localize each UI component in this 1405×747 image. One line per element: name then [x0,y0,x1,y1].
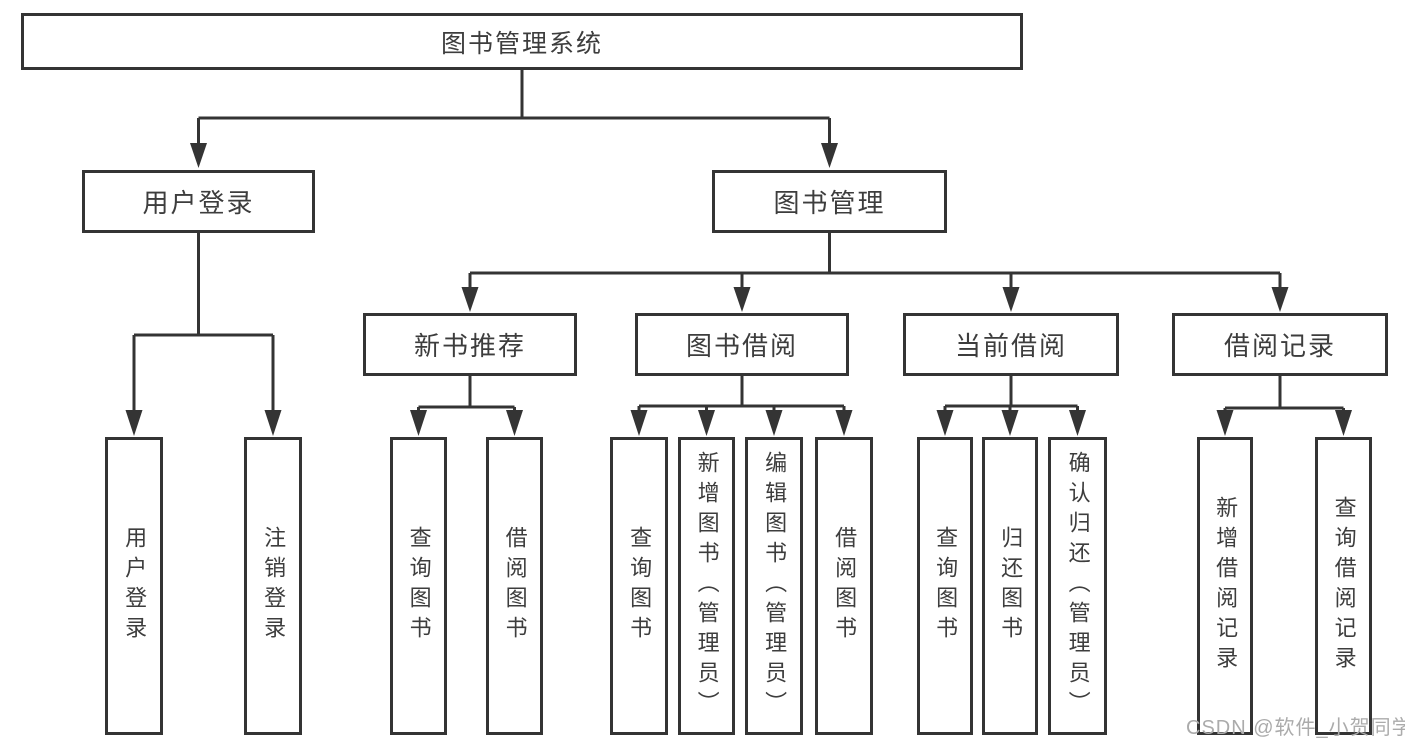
leaf-logout-login: 注销登录 [244,437,302,735]
node-user-login: 用户登录 [82,170,315,233]
node-user-login-label: 用户登录 [142,188,255,218]
leaf-logout-login-label: 注销登录 [261,526,287,646]
node-current-borrow: 当前借阅 [903,313,1119,376]
node-new-book-recommend: 新书推荐 [363,313,577,376]
leaf-borrow-books-borrow: 借阅图书 [815,437,873,735]
edge-root-to-level2 [190,70,838,168]
node-root: 图书管理系统 [21,13,1023,70]
node-borrow-records: 借阅记录 [1172,313,1388,376]
leaf-edit-book-admin: 编辑图书（管理员） [745,437,803,735]
leaf-query-books-recommend: 查询图书 [390,437,447,735]
leaf-query-books-borrow-label: 查询图书 [627,526,653,646]
edge-new-book-recommend-children [410,376,523,436]
leaf-add-book-admin: 新增图书（管理员） [678,437,735,735]
edge-user-login-children [125,233,282,436]
edge-book-borrow-children [630,376,853,436]
leaf-query-books-recommend-label: 查询图书 [406,526,432,646]
leaf-query-books-current: 查询图书 [917,437,973,735]
leaf-confirm-return-admin: 确认归还（管理员） [1048,437,1107,735]
node-root-label: 图书管理系统 [440,29,603,58]
node-current-borrow-label: 当前借阅 [954,331,1067,361]
csdn-watermark: CSDN @软件_小贺同学 [1186,717,1405,739]
leaf-borrow-books-recommend-label: 借阅图书 [502,526,528,646]
edge-current-borrow-children [936,376,1086,436]
edge-borrow-records-children [1216,376,1352,436]
leaf-edit-book-admin-label: 编辑图书（管理员） [762,451,788,721]
leaf-add-borrow-record: 新增借阅记录 [1197,437,1253,735]
node-book-borrow: 图书借阅 [635,313,849,376]
leaf-return-book-label: 归还图书 [998,526,1024,646]
node-new-book-recommend-label: 新书推荐 [413,331,526,361]
leaf-borrow-books-borrow-label: 借阅图书 [832,526,858,646]
node-book-management-label: 图书管理 [773,188,886,218]
leaf-query-books-borrow: 查询图书 [610,437,668,735]
leaf-query-books-current-label: 查询图书 [933,526,959,646]
leaf-confirm-return-admin-label: 确认归还（管理员） [1065,451,1091,721]
leaf-add-borrow-record-label: 新增借阅记录 [1213,496,1239,676]
leaf-user-login-label: 用户登录 [122,526,148,646]
leaf-user-login: 用户登录 [105,437,163,735]
edge-book-management-children [461,233,1289,312]
leaf-add-book-admin-label: 新增图书（管理员） [694,451,720,721]
leaf-query-borrow-record: 查询借阅记录 [1315,437,1372,735]
leaf-query-borrow-record-label: 查询借阅记录 [1331,496,1357,676]
leaf-borrow-books-recommend: 借阅图书 [486,437,543,735]
leaf-return-book: 归还图书 [982,437,1038,735]
node-book-borrow-label: 图书借阅 [685,331,798,361]
node-borrow-records-label: 借阅记录 [1223,331,1336,361]
node-book-management: 图书管理 [712,170,947,233]
